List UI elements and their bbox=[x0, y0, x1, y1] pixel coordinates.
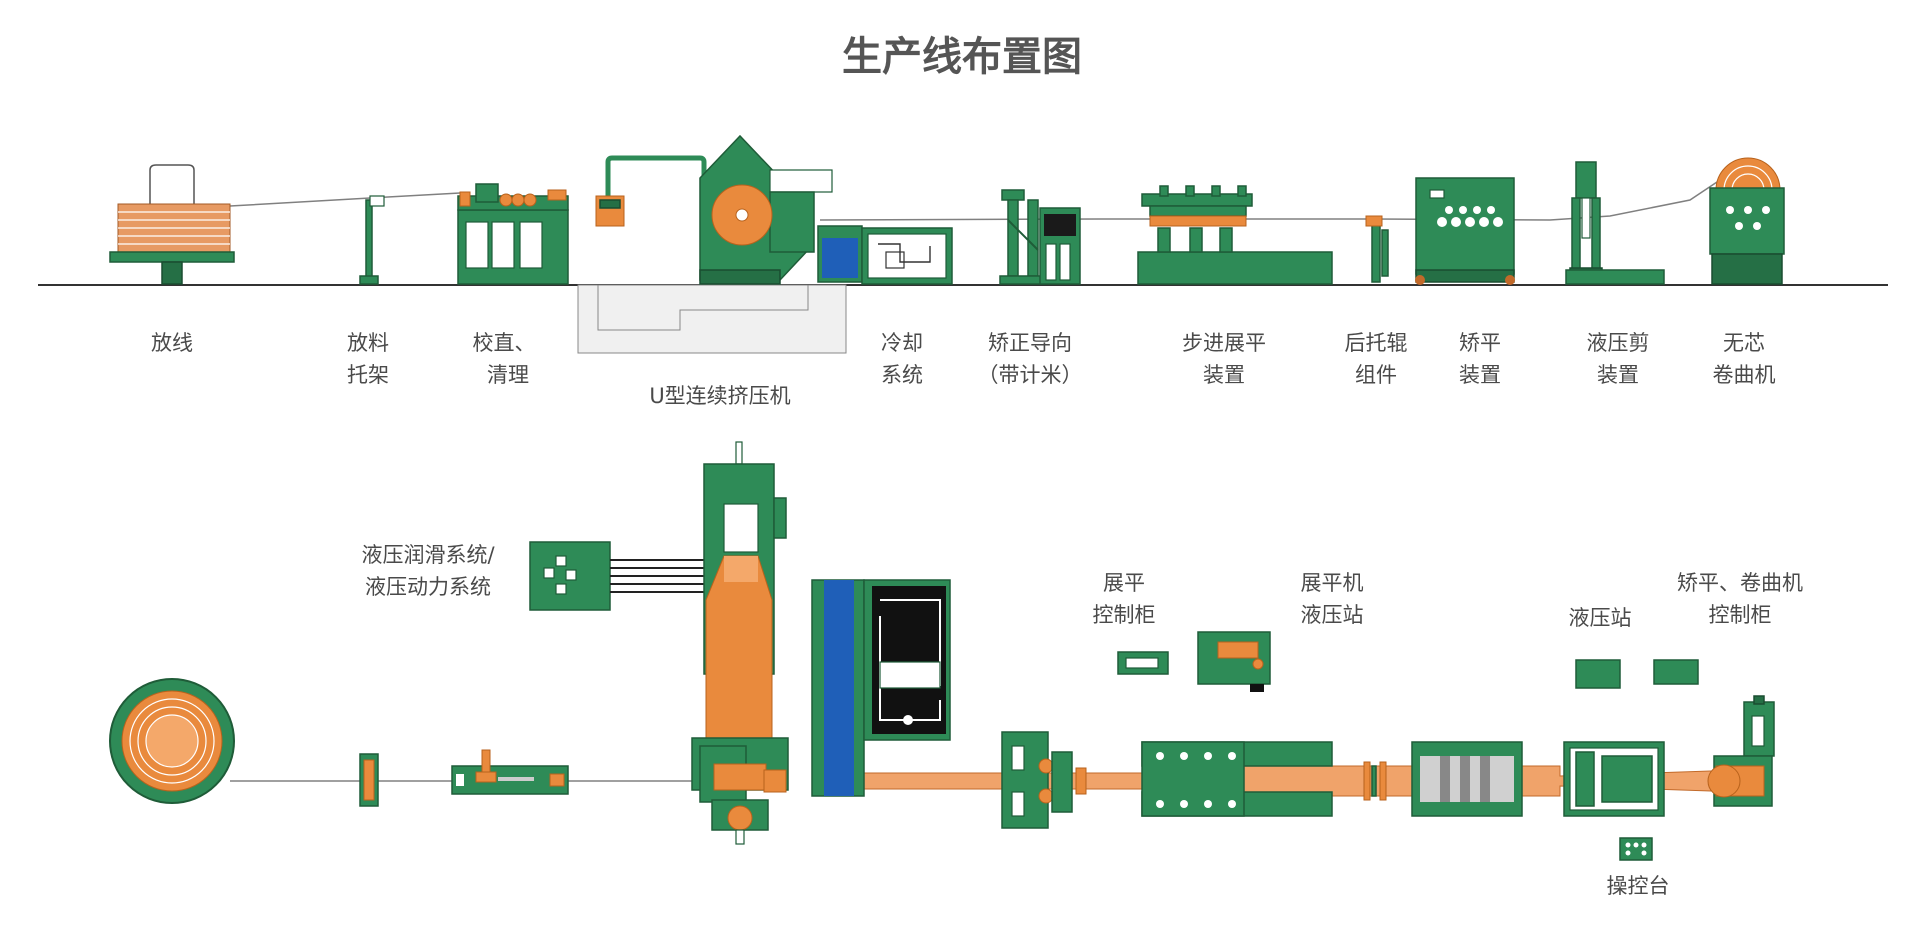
plan-payoff-stand bbox=[359, 753, 379, 807]
label-flatten-hydraulic-2: 液压站 bbox=[1301, 603, 1364, 627]
plan-guide bbox=[1001, 731, 1087, 829]
label-rear-roller-1: 后托辊 bbox=[1345, 331, 1408, 355]
label-leveling-2: 装置 bbox=[1459, 363, 1501, 387]
plan-shear bbox=[1563, 741, 1665, 817]
plan-rear-roller bbox=[1363, 761, 1387, 801]
label-payoff-stand-2: 托架 bbox=[347, 363, 389, 387]
plan-coiler bbox=[1707, 695, 1775, 807]
label-flattening-1: 步进展平 bbox=[1182, 331, 1266, 355]
plan-flatten-hydraulic bbox=[1197, 631, 1271, 692]
plan-straighten-clean bbox=[451, 749, 569, 795]
plan-hydraulic-systems bbox=[529, 541, 704, 611]
plan-view: 液压润滑系统/ 液压动力系统 展平 控制柜 展平机 液压站 液压站 矫平、卷曲机… bbox=[109, 441, 1803, 898]
payoff-machine bbox=[109, 164, 235, 285]
label-flatten-cabinet-2: 控制柜 bbox=[1093, 603, 1156, 627]
label-coiler-2: 卷曲机 bbox=[1713, 363, 1776, 387]
plan-flatten-cabinet bbox=[1117, 651, 1169, 675]
label-extruder: U型连续挤压机 bbox=[649, 384, 790, 408]
label-guide-2: （带计米） bbox=[978, 363, 1083, 387]
label-level-coil-cabinet-1: 矫平、卷曲机 bbox=[1677, 571, 1803, 595]
straighten-clean-machine bbox=[457, 183, 569, 285]
plan-console bbox=[1619, 837, 1653, 861]
feed-wire-2 bbox=[819, 179, 1721, 221]
label-guide-1: 矫正导向 bbox=[988, 331, 1072, 355]
label-cooling-2: 系统 bbox=[881, 363, 923, 387]
flattening-machine bbox=[1137, 185, 1333, 285]
extruder-machine bbox=[577, 134, 847, 354]
guide-meter-machine bbox=[999, 189, 1081, 285]
label-straighten-clean-2: 清理 bbox=[487, 363, 529, 387]
feed-wire-1 bbox=[229, 192, 461, 207]
label-coiler-1: 无芯 bbox=[1723, 331, 1765, 355]
payoff-stand-machine bbox=[359, 195, 385, 285]
label-console: 操控台 bbox=[1607, 874, 1670, 898]
plan-leveling bbox=[1411, 741, 1523, 817]
label-hydraulic-systems-1: 液压润滑系统/ bbox=[361, 543, 495, 567]
rear-roller-machine bbox=[1365, 215, 1389, 283]
label-level-coil-cabinet-2: 控制柜 bbox=[1709, 603, 1772, 627]
label-hydraulic-systems-2: 液压动力系统 bbox=[365, 575, 491, 599]
plan-hydraulic-station bbox=[1575, 659, 1621, 689]
elevation-view: 放线 放料 托架 校直、 清理 U型连续挤压机 冷却 系统 矫正导向 （带计米）… bbox=[38, 134, 1888, 408]
label-rear-roller-2: 组件 bbox=[1355, 363, 1397, 387]
leveling-machine bbox=[1415, 177, 1515, 285]
label-cooling-1: 冷却 bbox=[881, 331, 923, 355]
label-flatten-cabinet-1: 展平 bbox=[1103, 571, 1145, 595]
label-shear-2: 装置 bbox=[1597, 363, 1639, 387]
label-straighten-clean-1: 校直、 bbox=[473, 331, 536, 355]
plan-level-coil-cabinet bbox=[1653, 659, 1699, 685]
hydraulic-shear-machine bbox=[1565, 161, 1665, 285]
label-hydraulic-station: 液压站 bbox=[1569, 606, 1632, 630]
plan-cooling bbox=[811, 579, 951, 797]
plan-flattening bbox=[1141, 741, 1333, 817]
label-payoff-stand-1: 放料 bbox=[347, 331, 389, 355]
label-flatten-hydraulic-1: 展平机 bbox=[1301, 571, 1364, 595]
label-payoff: 放线 bbox=[151, 331, 193, 355]
coreless-coiler-machine bbox=[1709, 157, 1785, 285]
plan-extruder bbox=[691, 441, 789, 845]
plan-payoff-coil bbox=[109, 678, 235, 804]
label-leveling-1: 矫平 bbox=[1459, 331, 1501, 355]
diagram-title: 生产线布置图 bbox=[842, 34, 1082, 80]
cooling-system-machine bbox=[817, 225, 953, 285]
label-flattening-2: 装置 bbox=[1203, 363, 1245, 387]
label-shear-1: 液压剪 bbox=[1587, 331, 1650, 355]
